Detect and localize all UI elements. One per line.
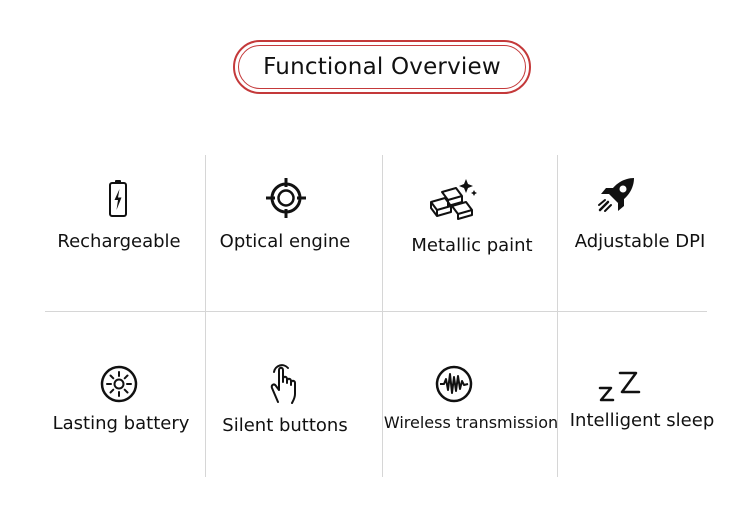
crosshair-icon (266, 178, 306, 218)
sleep-zz-icon (598, 370, 642, 404)
feature-label: Intelligent sleep (569, 410, 715, 431)
page-title: Functional Overview (263, 54, 501, 80)
sun-dial-icon (99, 364, 139, 404)
touch-hand-icon (268, 362, 304, 406)
rocket-icon (596, 176, 638, 218)
feature-label: Adjustable DPI (574, 231, 706, 252)
feature-label: Rechargeable (57, 231, 181, 252)
grid-divider (45, 311, 707, 312)
feature-label: Optical engine (219, 231, 351, 252)
gold-bars-icon (428, 176, 478, 220)
grid-divider (557, 155, 558, 477)
feature-label: Silent buttons (222, 415, 348, 436)
feature-label: Metallic paint (411, 235, 533, 256)
signal-wave-icon (434, 364, 474, 404)
feature-label: Wireless transmission (383, 413, 559, 432)
battery-charging-icon (107, 179, 129, 219)
title-badge: Functional Overview (233, 40, 531, 94)
grid-divider (382, 155, 383, 477)
feature-label: Lasting battery (52, 413, 190, 434)
grid-divider (205, 155, 206, 477)
